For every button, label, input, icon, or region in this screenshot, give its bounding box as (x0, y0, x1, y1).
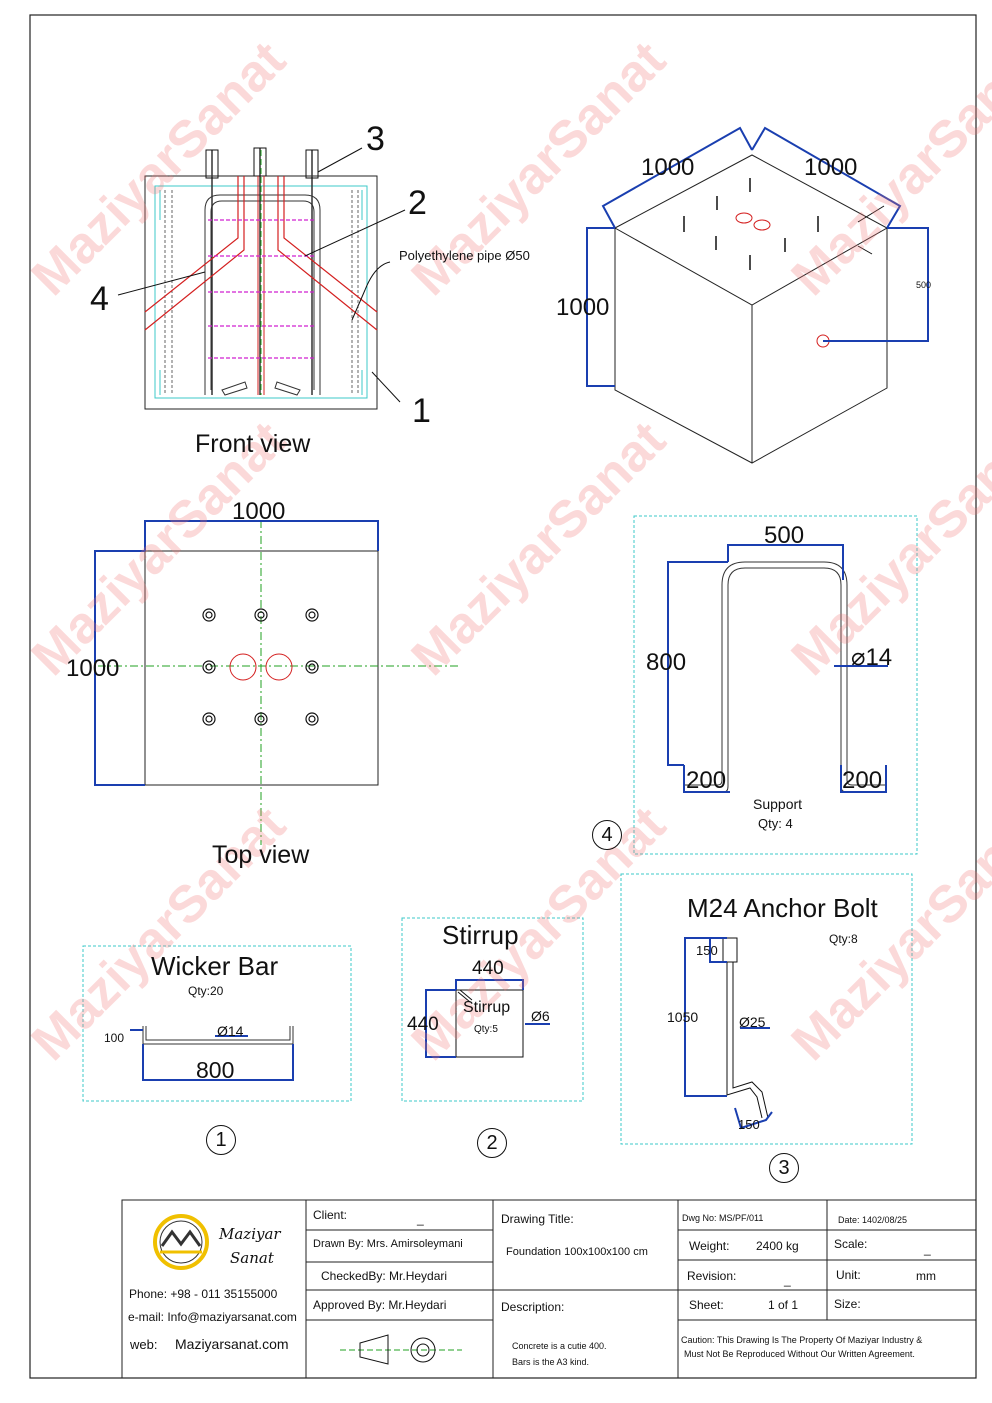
support-dim-top: 500 (764, 522, 805, 549)
company-phone: Phone: +98 - 011 35155000 (129, 1287, 278, 1301)
unit-value: mm (916, 1269, 936, 1283)
iso-dim-hole: 500 (916, 280, 932, 290)
anchor-dim-dia: Ø25 (739, 1014, 766, 1030)
wicker-dim-dia: Ø14 (217, 1023, 244, 1039)
front-view-drawing (117, 147, 406, 410)
weight-value: 2400 kg (756, 1239, 799, 1253)
isometric-view-drawing (586, 126, 929, 464)
detail-number-2: 2 (477, 1128, 507, 1158)
iso-dim-right: 1000 (804, 154, 858, 181)
date: Date: 1402/08/25 (838, 1215, 908, 1225)
dwg-no: Dwg No: MS/PF/011 (682, 1213, 764, 1223)
top-view-drawing (94, 520, 458, 845)
wicker-bar-drawing (82, 945, 352, 1102)
callout-3: 3 (366, 120, 385, 158)
revision-value: _ (784, 1273, 791, 1287)
drawn-by: Drawn By: Mrs. Amirsoleymani (313, 1238, 463, 1250)
front-view-title: Front view (195, 430, 311, 458)
weight-label: Weight: (689, 1239, 730, 1253)
top-view-title: Top view (212, 841, 310, 869)
anchor-dim-length: 1050 (667, 1009, 699, 1025)
stirrup-title: Stirrup (442, 920, 519, 950)
stirrup-drawing (401, 917, 584, 1102)
top-dim-width: 1000 (232, 498, 286, 525)
company-name-line1: Maziyar (219, 1225, 281, 1243)
anchor-bolt-drawing (620, 873, 913, 1145)
anchor-bolt-qty: Qty:8 (829, 932, 858, 946)
caution-line2: Must Not Be Reproduced Without Our Writt… (684, 1349, 915, 1359)
iso-dim-left: 1000 (641, 154, 695, 181)
approved-by: Approved By: Mr.Heydari (313, 1298, 447, 1312)
stirrup-inner-label: Stirrup (463, 999, 511, 1016)
support-dim-right-leg: 200 (842, 767, 883, 794)
company-web-value: Maziyarsanat.com (175, 1336, 289, 1352)
logo-mark (153, 1214, 209, 1270)
anchor-bolt-title: M24 Anchor Bolt (687, 893, 878, 923)
title-block-grid (121, 1199, 977, 1379)
description-label: Description: (501, 1300, 565, 1314)
top-dim-height: 1000 (66, 655, 120, 682)
anchor-dim-thread: 150 (696, 943, 718, 958)
company-email: e-mail: Info@maziyarsanat.com (128, 1310, 297, 1324)
callout-4: 4 (90, 280, 109, 318)
checked-by: CheckedBy: Mr.Heydari (321, 1269, 448, 1283)
support-dim-dia: ⌀14 (851, 644, 893, 671)
support-dim-left-leg: 200 (686, 767, 727, 794)
unit-label: Unit: (836, 1268, 861, 1282)
wicker-bar-title: Wicker Bar (151, 951, 279, 981)
drawing-title-value: Foundation 100x100x100 cm (506, 1246, 648, 1258)
stirrup-dim-dia: Ø6 (531, 1008, 550, 1024)
callout-2: 2 (408, 184, 427, 222)
support-dim-height: 800 (646, 649, 687, 676)
support-qty: Qty: 4 (758, 816, 793, 831)
drawing-title-label: Drawing Title: (501, 1212, 574, 1226)
description-line1: Concrete is a cutie 400. (512, 1341, 607, 1351)
description-line2: Bars is the A3 kind. (512, 1357, 590, 1367)
stirrup-inner-qty: Qty:5 (474, 1024, 498, 1035)
caution-line1: Caution: This Drawing Is The Property Of… (681, 1335, 923, 1345)
detail-number-4: 4 (592, 820, 622, 850)
wicker-dim-hook: 100 (104, 1031, 125, 1045)
client-label: Client: (313, 1208, 348, 1222)
iso-dim-height: 1000 (556, 294, 610, 321)
size-label: Size: (834, 1297, 861, 1311)
company-name-line2: Sanat (230, 1249, 274, 1267)
wicker-bar-qty: Qty:20 (188, 984, 224, 998)
stirrup-dim-width: 440 (472, 958, 504, 979)
scale-value: _ (924, 1242, 931, 1256)
sheet-value: 1 of 1 (768, 1298, 799, 1312)
detail-number-1: 1 (206, 1125, 236, 1155)
pipe-label: Polyethylene pipe Ø50 (399, 248, 530, 263)
revision-label: Revision: (687, 1269, 737, 1283)
client-value: _ (417, 1212, 424, 1226)
stirrup-dim-height: 440 (407, 1014, 439, 1035)
anchor-dim-hook: 150 (738, 1117, 760, 1132)
support-detail-drawing (633, 515, 918, 855)
sheet-label: Sheet: (689, 1298, 724, 1312)
callout-1: 1 (412, 392, 431, 430)
wicker-dim-length: 800 (196, 1057, 235, 1083)
projection-symbol (340, 1334, 462, 1365)
company-web-label: web: (130, 1337, 158, 1352)
scale-label: Scale: (834, 1237, 868, 1251)
detail-number-3: 3 (769, 1153, 799, 1183)
support-name: Support (753, 796, 803, 812)
